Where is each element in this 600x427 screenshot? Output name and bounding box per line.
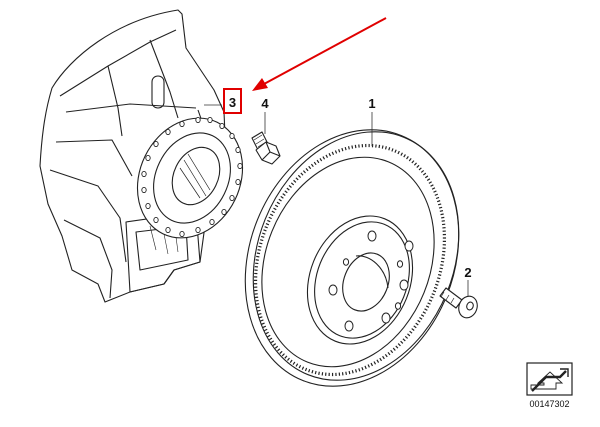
plate-fold-line-3 xyxy=(55,139,133,177)
plate-fold-line-1 xyxy=(59,29,177,97)
red-pointer-arrow xyxy=(252,17,387,91)
callout-3-label: 3 xyxy=(229,95,236,110)
callout-1-label: 1 xyxy=(368,96,375,111)
ring-inner xyxy=(153,132,231,224)
plate-fold-line-7 xyxy=(107,65,123,137)
disc-hat-step xyxy=(314,221,410,339)
protection-plate-ring[interactable] xyxy=(118,100,262,255)
disc-wheel-bolt-holes xyxy=(328,230,414,332)
disc-screw-thread xyxy=(440,291,455,304)
hex-bolt-head-face xyxy=(261,141,281,161)
brake-disc[interactable] xyxy=(208,97,496,418)
disc-screw[interactable] xyxy=(439,287,480,320)
document-number: 00147302 xyxy=(529,399,569,409)
hex-bolt[interactable] xyxy=(251,131,281,165)
callout-4-label: 4 xyxy=(261,96,269,111)
ring-outer xyxy=(136,117,244,239)
callout-3-highlight-box xyxy=(223,88,242,114)
wheel-flag-icon xyxy=(526,362,573,396)
ring-hub xyxy=(171,146,221,206)
plate-fold-line-5 xyxy=(63,219,113,299)
disc-screw-socket xyxy=(466,301,474,311)
leader-lines xyxy=(204,104,469,296)
plate-fold-line-4 xyxy=(49,169,127,263)
plate-slot xyxy=(151,75,165,109)
disc-friction-face xyxy=(261,156,435,368)
disc-vent-ring xyxy=(253,143,447,377)
disc-center-bore xyxy=(342,252,390,312)
plate-fold-line-6 xyxy=(149,39,179,119)
disc-bore-depth xyxy=(355,255,389,289)
ring-bolt-holes xyxy=(141,116,243,238)
callout-2-label: 2 xyxy=(464,265,471,280)
ring-hub-shading xyxy=(179,153,211,199)
